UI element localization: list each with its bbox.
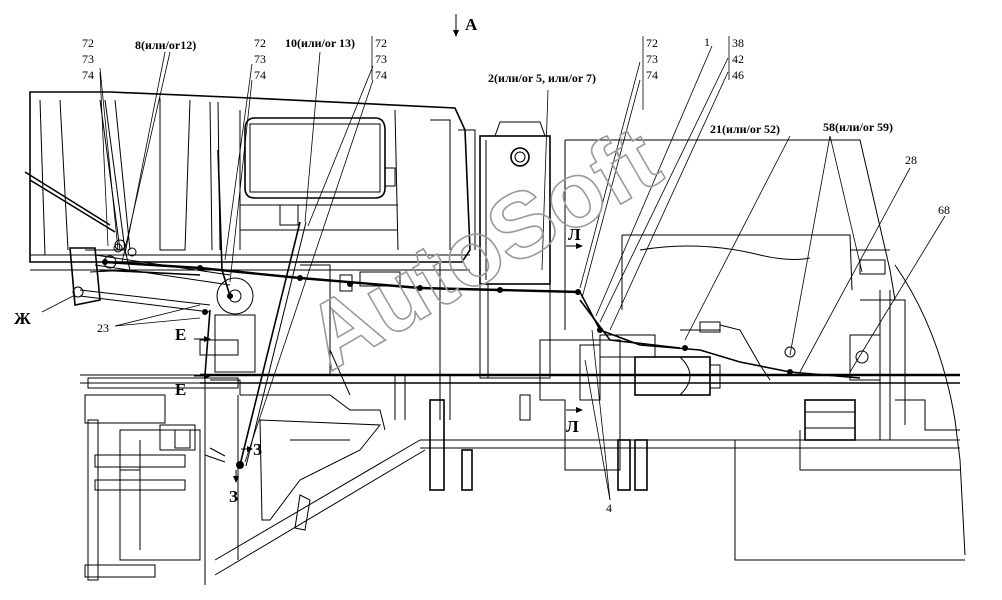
callout-28: 28 [905, 153, 917, 167]
callout-1: 1 [704, 35, 710, 49]
step-bracket [69, 239, 231, 313]
callout-stack-far-1: 38 [732, 36, 744, 50]
section-e-top: Е [175, 325, 186, 344]
callout-68: 68 [938, 203, 950, 217]
callout-4: 4 [606, 501, 612, 515]
callout-58: 58(или/or 59) [823, 120, 893, 134]
callout-stack-left-3: 74 [82, 68, 94, 82]
leader-lines [41, 45, 946, 501]
callout-21: 21(или/or 52) [710, 122, 780, 136]
cab-body [24, 91, 476, 271]
callout-23: 23 [97, 321, 109, 335]
section-l-bottom: Л [566, 417, 579, 436]
section-e-bottom: Е [175, 380, 186, 399]
central-mechanism [199, 261, 881, 491]
section-l-top: Л [568, 225, 581, 244]
callout-stack-mid-1: 72 [254, 36, 266, 50]
cable-routing [99, 149, 861, 469]
callout-2: 2(или/or 5, или/or 7) [488, 71, 596, 85]
callout-stack-right-3: 74 [646, 68, 658, 82]
view-label: А [465, 15, 478, 34]
callout-8: 8(или/or12) [135, 38, 196, 52]
callout-stack-mid-2: 73 [254, 52, 266, 66]
callout-stack-center-2: 73 [375, 52, 387, 66]
callout-stack-left-1: 72 [82, 36, 94, 50]
frame-rails [80, 373, 965, 561]
watermark-text: AutoSoft [289, 107, 676, 389]
callout-labels: А 72 73 74 8(или/or12) 72 73 74 10(или/o… [14, 15, 950, 515]
callout-stack-mid-3: 74 [254, 68, 266, 82]
callout-stack-right-1: 72 [646, 36, 658, 50]
callout-stack-right-2: 73 [646, 52, 658, 66]
callout-stack-far-2: 42 [732, 52, 744, 66]
callout-stack-center-3: 74 [375, 68, 387, 82]
callout-stack-far-3: 46 [732, 68, 744, 82]
left-frame [84, 349, 426, 585]
section-marks [194, 14, 583, 483]
callout-10: 10(или/or 13) [285, 36, 355, 50]
section-z-top: З [253, 440, 262, 459]
section-z-bottom: З [229, 487, 238, 506]
section-zh: Ж [14, 309, 31, 328]
fuel-tank [479, 121, 551, 379]
callout-stack-left-2: 73 [82, 52, 94, 66]
callout-stack-center-1: 72 [375, 36, 387, 50]
